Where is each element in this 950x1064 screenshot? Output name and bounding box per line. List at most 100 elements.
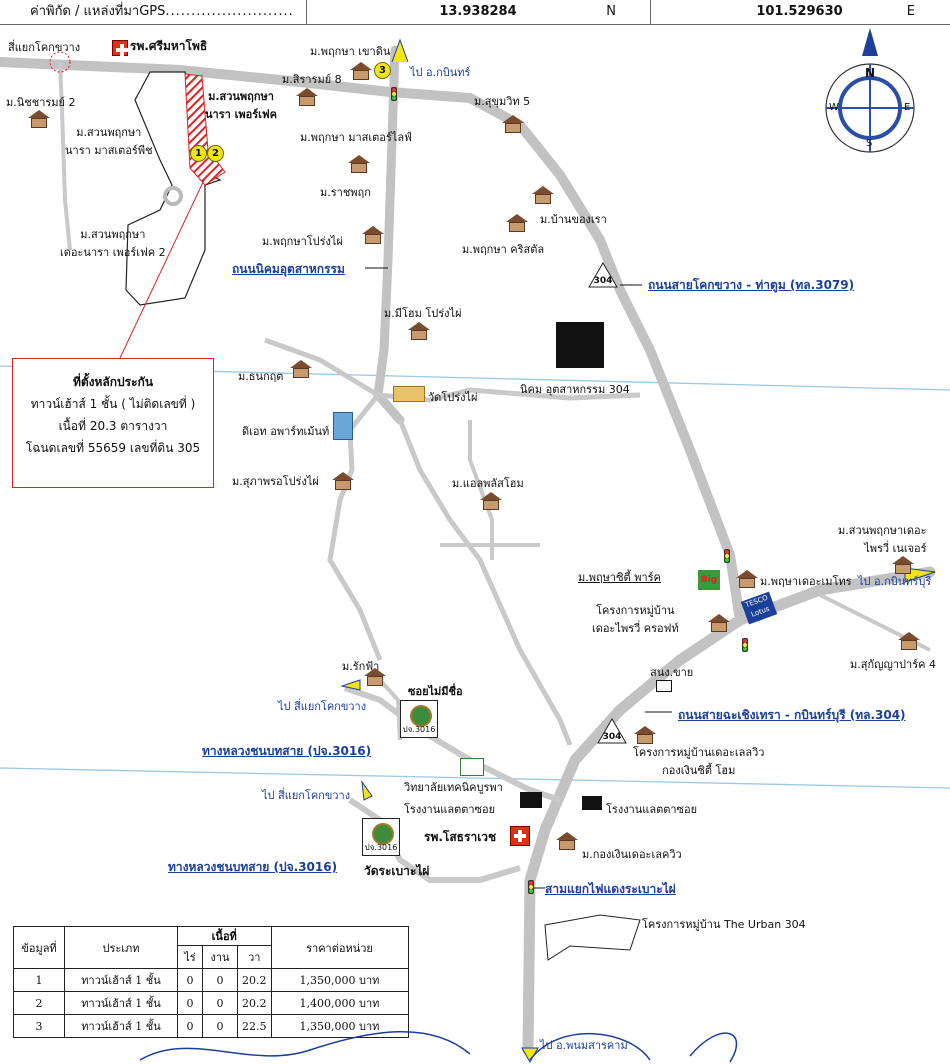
longitude-value: 101.529630 (756, 4, 843, 19)
house-icon (28, 110, 50, 128)
house-icon (408, 322, 430, 340)
traffic-light-icon (528, 880, 534, 894)
shield-number: 304 (602, 732, 622, 742)
label-nikom304: นิคม อุตสาหกรรม 304 (520, 383, 630, 396)
label-project-fairycroft: โครงการหมู่บ้าน เดอะไพรวี่ ครอฟท์ (592, 604, 679, 635)
house-icon (708, 614, 730, 632)
road-shield-304: 304 (597, 718, 627, 744)
label-subject-project: ม.สวนพฤกษา นารา เพอร์เฟค (205, 90, 278, 121)
local-road (397, 419, 573, 746)
sales-office-icon (656, 680, 672, 692)
label-pruksa-themontre: ม.พฤษาเดอะเมโทร (760, 575, 852, 588)
factory-icon (556, 322, 604, 368)
direction-phanom: ไป อ.พนมสารคาม (540, 1039, 628, 1052)
traffic-light-icon (391, 87, 397, 101)
cell-price: 1,350,000 บาท (270, 968, 409, 992)
direction-kabin: ไป อ.กบินทร์ (410, 66, 471, 79)
hospital-icon (510, 826, 530, 846)
house-icon (290, 360, 312, 378)
house-icon (556, 832, 578, 850)
label-soi-nameless: ซอยไม่มีชื่อ (408, 685, 463, 698)
label-allplus: ม.แอลพลัสโฮม (452, 477, 524, 490)
label-pruksacity: ม.พฤษาซิตี้ พาร์ค (578, 571, 661, 584)
header-ngan: งาน (202, 945, 238, 969)
infobox-title: ที่ตั้งหลักประกัน (72, 375, 154, 389)
latitude-cell: 13.938284 N (306, 0, 651, 24)
arrow-sikoak1 (340, 679, 361, 691)
house-icon (332, 472, 354, 490)
road-junction (725, 554, 745, 621)
header-area: เนื้อที่ (177, 926, 272, 946)
soi-road (58, 61, 72, 251)
label-pruksa-crystal: ม.พฤกษา คริสตัล (462, 243, 545, 256)
house-icon (502, 115, 524, 133)
label-thanakrit: ม.ธนกฤต (238, 370, 284, 383)
road-pj3016-b (348, 797, 521, 883)
cell-no: 1 (13, 968, 65, 992)
local-road (264, 337, 641, 403)
factory-icon (582, 796, 602, 810)
sikoak-marker (49, 51, 71, 73)
local-road (378, 678, 402, 741)
latitude-suffix: N (606, 4, 616, 19)
road-label-pj3016-a: ทางหลวงชนบทสาย (ปจ.3016) (202, 744, 372, 758)
road-304 (522, 566, 936, 1056)
house-icon (898, 632, 920, 650)
compass-e: E (904, 102, 911, 113)
house-icon (296, 88, 318, 106)
table-row: 1 ทาวน์เฮ้าส์ 1 ชั้น 0 0 20.2 1,350,000 … (13, 968, 409, 992)
road-label-pj3016-b: ทางหลวงชนบทสาย (ปจ.3016) (168, 860, 338, 874)
label-project-lakeview: โครงการหมู่บ้านเดอะเลลวิว กองเงินซิตี้ โ… (633, 746, 765, 777)
cell-price: 1,400,000 บาท (270, 991, 409, 1015)
traffic-light-icon (742, 638, 748, 652)
coord-label-cell: ค่าพิกัด / แหล่งที่มาGPS................… (0, 0, 307, 24)
label-ratchaphruk: ม.ราชพฤก (320, 186, 371, 199)
school-icon (460, 758, 484, 776)
label-nichcharom: ม.นิชชารมย์ 2 (6, 96, 76, 109)
traffic-light-icon (724, 549, 730, 563)
label-wittayalai: วิทยาลัยเทคนิคบูรพา (404, 781, 503, 794)
label-suanpruksa-fairy: ม.สวนพฤกษาเดอะ ไพรวี่ เนเจอร์ (838, 524, 927, 555)
infobox-area: เนื้อที่ 20.3 ตารางวา (58, 419, 168, 433)
header-rai: ไร่ (177, 945, 203, 969)
road-pj3016 (344, 685, 561, 803)
building-icon (333, 412, 353, 440)
marker-1: 1 (190, 145, 207, 162)
cell-price: 1,350,000 บาท (270, 1014, 409, 1038)
arrow-kabinburi (904, 567, 936, 583)
label-sirarom8: ม.สิรารมย์ 8 (282, 73, 342, 86)
cell-rai: 0 (177, 991, 203, 1015)
fold-line (0, 767, 950, 789)
infobox-type: ทาวน์เฮ้าส์ 1 ชั้น ( ไม่ติดเลขที่ ) (30, 397, 196, 411)
infobox-leader (119, 177, 206, 359)
sign-number: ปจ.3016 (364, 843, 398, 852)
rural-road-sign: ปจ.3016 (362, 818, 400, 856)
house-icon (532, 186, 554, 204)
house-icon (348, 155, 370, 173)
marker-2: 2 (207, 145, 224, 162)
cell-no: 2 (13, 991, 65, 1015)
road-3079 (0, 57, 735, 560)
cell-type: ทาวน์เฮ้าส์ 1 ชั้น (64, 1014, 178, 1038)
price-table: ข้อมูลที่ ประเภท เนื้อที่ ราคาต่อหน่วย ไ… (13, 926, 409, 1038)
label-mihome: ม.มีโฮม โปร่งไผ่ (384, 307, 462, 320)
road-nikom (373, 45, 405, 425)
road-shield-304: 304 (588, 262, 618, 288)
cell-type: ทาวน์เฮ้าส์ 1 ชั้น (64, 991, 178, 1015)
direction-sikoak-1: ไป สี่แยกโคกขวาง (278, 700, 367, 713)
arrow-kabin (391, 38, 409, 63)
cell-wa: 22.5 (237, 1014, 272, 1038)
house-icon (480, 492, 502, 510)
roundabout (163, 186, 183, 206)
label-dhot-apartment: ดิเอท อพาร์ทเม้นท์ (242, 425, 330, 438)
longitude-cell: 101.529630 E (650, 0, 949, 24)
cell-wa: 20.2 (237, 968, 272, 992)
arrow-sikoak2 (361, 780, 373, 801)
label-watprongphai: วัดโปร่งไผ่ (428, 391, 478, 404)
cell-ngan: 0 (202, 1014, 238, 1038)
label-sikoak: สี่แยกโคกขวาง (8, 41, 81, 54)
compass-arrow (862, 28, 878, 56)
house-icon (362, 226, 384, 244)
house-icon (634, 726, 656, 744)
factory-icon (520, 792, 542, 808)
